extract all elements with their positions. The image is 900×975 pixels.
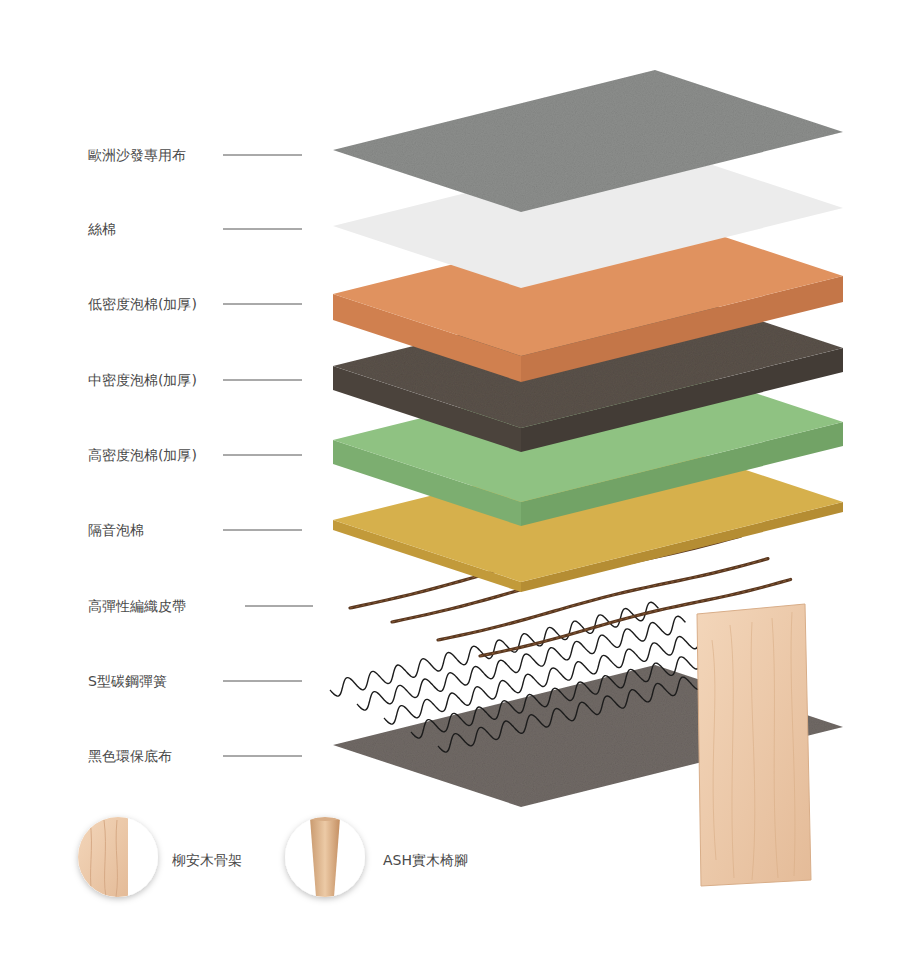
layer-label: 黑色環保底布 xyxy=(88,748,172,765)
material-label: ASH實木椅腳 xyxy=(383,852,468,869)
leader-line xyxy=(223,229,302,230)
leader-line xyxy=(223,530,302,531)
leader-line xyxy=(223,380,302,381)
layer-label: 隔音泡棉 xyxy=(88,522,144,539)
material-icons xyxy=(78,815,365,897)
sofa-fabric xyxy=(333,70,843,212)
leader-lines xyxy=(223,155,313,756)
layer-label: 歐洲沙發專用布 xyxy=(88,147,186,164)
layer-label: 絲棉 xyxy=(88,221,116,238)
leader-line xyxy=(223,681,302,682)
layer-label: 高密度泡棉(加厚) xyxy=(88,447,197,464)
leader-line xyxy=(245,606,313,607)
layer-label: 低密度泡棉(加厚) xyxy=(88,296,197,313)
leader-line xyxy=(223,756,302,757)
leader-line xyxy=(223,155,302,156)
leader-line xyxy=(223,455,302,456)
leader-line xyxy=(223,304,302,305)
material-label: 柳安木骨架 xyxy=(172,852,242,869)
layer-label: S型碳鋼彈簧 xyxy=(88,673,167,690)
layer-label: 中密度泡棉(加厚) xyxy=(88,372,197,389)
wood-board xyxy=(697,604,811,886)
layer-label: 高彈性編織皮帶 xyxy=(88,598,186,615)
